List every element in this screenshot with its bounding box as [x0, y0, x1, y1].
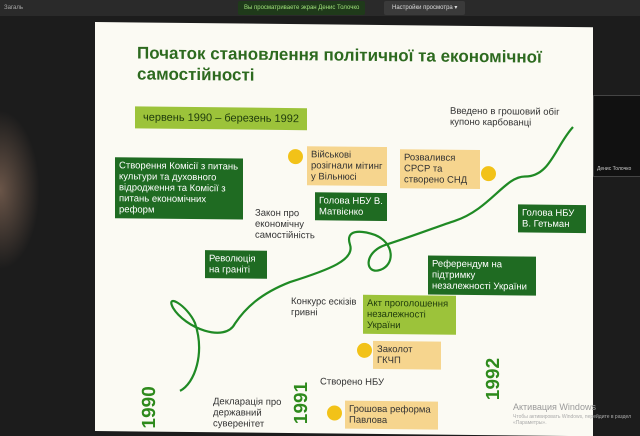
timeline-curve — [170, 126, 574, 392]
event-ussr: Розвалився СРСР та створено СНД — [400, 149, 480, 190]
tab-label[interactable]: Загаль — [4, 5, 23, 11]
bullet-dot — [357, 342, 372, 358]
note-sovereignty: Декларація про державний суверенітет — [213, 396, 282, 430]
event-pavlov-reform: Грошова реформа Павлова — [345, 400, 438, 430]
event-independence-act: Акт проголошення незалежності України — [363, 294, 456, 335]
event-gkchp: Заколот ГКЧП — [373, 340, 441, 370]
webcam-name-label: Денис Толочко — [597, 166, 632, 172]
year-1991: 1991 — [291, 381, 312, 425]
view-settings-button[interactable]: Настройки просмотра ▾ — [384, 1, 466, 15]
presentation-slide: Початок становлення політичної та економ… — [95, 22, 593, 436]
windows-activation-subtext: Чтобы активировать Windows, перейдите в … — [513, 414, 632, 426]
bullet-dot — [327, 405, 342, 421]
presenter-notice: Вы просматриваете экран Денис Толочко — [238, 1, 366, 15]
note-kupono: Введено в грошовий обіг купоно карбованц… — [450, 105, 560, 129]
event-referendum: Референдум на підтримку незалежності Укр… — [428, 255, 536, 296]
year-1992: 1992 — [483, 357, 504, 401]
bullet-dot — [288, 149, 303, 165]
event-granite: Революція на граніті — [205, 250, 267, 279]
note-economic-law: Закон про економічну самостійність — [255, 207, 315, 242]
event-nbu-hetman: Голова НБУ В. Гетьман — [518, 204, 586, 234]
event-commission: Створення Комісії з питань культури та д… — [115, 157, 243, 220]
period-box: червень 1990 – березень 1992 — [135, 106, 308, 131]
webcam-thumbnail[interactable] — [593, 95, 640, 177]
event-vilnius: Військові розігнали мітинг у Вільнюсі — [307, 146, 387, 187]
note-nbu-created: Створено НБУ — [320, 376, 385, 389]
note-hryvnia-contest: Конкурс ескізів гривні — [291, 296, 357, 319]
year-1990: 1990 — [139, 386, 160, 429]
blurred-foreground — [0, 110, 40, 270]
bullet-dot — [481, 166, 496, 182]
windows-activation-watermark: Активация Windows — [513, 402, 596, 412]
